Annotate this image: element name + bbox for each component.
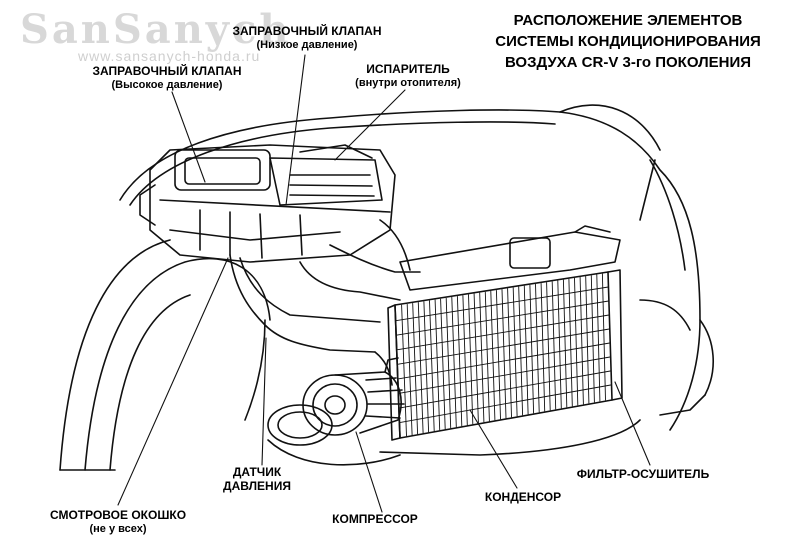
condenser-fin (512, 287, 518, 417)
label-valve-high: ЗАПРАВОЧНЫЙ КЛАПАН (Высокое давление) (92, 64, 242, 92)
condenser-tube (399, 384, 612, 423)
condenser-tube (396, 286, 609, 322)
title-line-1: РАСПОЛОЖЕНИЕ ЭЛЕМЕНТОВ (513, 12, 743, 29)
label-evaporator-note: (внутри отопителя) (355, 77, 461, 89)
label-evaporator-name: ИСПАРИТЕЛЬ (366, 62, 450, 76)
label-pressure-sensor-line1: ДАТЧИК (232, 465, 282, 479)
condenser-fin (529, 284, 535, 414)
condenser-fin (568, 278, 573, 407)
heater-unit (139, 144, 396, 263)
label-receiver-dryer-name: ФИЛЬТР-ОСУШИТЕЛЬ (576, 467, 710, 481)
condenser-fin (412, 302, 419, 435)
label-compressor: КОМПРЕССОР (320, 512, 430, 526)
condenser-fin (462, 295, 468, 426)
diagram-title: РАСПОЛОЖЕНИЕ ЭЛЕМЕНТОВ СИСТЕМЫ КОНДИЦИОН… (468, 10, 788, 73)
wheel-arch (59, 239, 271, 471)
condenser-fin (423, 301, 430, 433)
label-valve-high-name: ЗАПРАВОЧНЫЙ КЛАПАН (92, 64, 242, 78)
upper-support (399, 225, 621, 291)
condenser-tube (398, 356, 611, 394)
condenser-fin (579, 276, 584, 405)
condenser-fin (601, 273, 606, 401)
watermark-url: www.sansanych-honda.ru (78, 48, 261, 64)
condenser-fin (574, 277, 579, 406)
condenser-fin (535, 283, 540, 413)
condenser-tube (396, 300, 610, 336)
condenser-tube (399, 370, 611, 409)
condenser-fin (434, 299, 441, 431)
car-body-outline (119, 104, 714, 456)
label-condenser: КОНДЕНСОР (478, 490, 568, 504)
compressor-body (302, 357, 405, 436)
label-evaporator: ИСПАРИТЕЛЬ (внутри отопителя) (343, 62, 473, 90)
condenser-fin (501, 289, 507, 419)
condenser-tube (397, 328, 610, 365)
refrigerant-lines (229, 219, 421, 386)
label-pressure-sensor: ДАТЧИК ДАВЛЕНИЯ (212, 465, 302, 493)
condenser-fin (451, 296, 457, 428)
label-valve-low-note: (Низкое давление) (256, 39, 358, 51)
condenser-fin (401, 304, 407, 437)
condenser-fin (479, 292, 485, 423)
title-line-3: ВОЗДУХА CR-V 3-го ПОКОЛЕНИЯ (504, 54, 752, 71)
label-compressor-name: КОМПРЕССОР (332, 512, 418, 526)
condenser-fin (440, 298, 446, 430)
condenser-fin (551, 281, 557, 410)
leader-lines (117, 54, 651, 513)
condenser-fin (518, 286, 524, 416)
label-sight-glass-name: СМОТРОВОЕ ОКОШКО (49, 508, 187, 522)
condenser-tube (397, 314, 610, 351)
condenser-fin (585, 276, 590, 404)
watermark-logo: SanSanych (20, 6, 292, 53)
condenser-fin (473, 293, 479, 424)
condenser-fin (590, 275, 595, 403)
condenser-fin (445, 297, 452, 429)
condenser-fin (507, 288, 512, 418)
condenser-fin (484, 291, 490, 422)
condenser-fin (495, 289, 501, 420)
condenser-fin (540, 282, 546, 412)
label-valve-high-note: (Высокое давление) (111, 79, 223, 91)
condenser-fin (468, 294, 474, 425)
label-valve-low-name: ЗАПРАВОЧНЫЙ КЛАПАН (232, 24, 382, 38)
fog-lamp (267, 404, 401, 466)
condenser-fins (396, 273, 612, 437)
label-pressure-sensor-line2: ДАВЛЕНИЯ (223, 479, 291, 493)
label-sight-glass: СМОТРОВОЕ ОКОШКО (не у всех) (38, 508, 198, 536)
condenser-fin (490, 290, 496, 421)
label-sight-glass-note: (не у всех) (89, 523, 147, 535)
condenser-fin (562, 279, 568, 408)
condenser-fin (523, 285, 529, 415)
label-valve-low: ЗАПРАВОЧНЫЙ КЛАПАН (Низкое давление) (232, 24, 382, 52)
condenser-fin (417, 302, 424, 434)
condenser-fin (557, 280, 562, 409)
condenser-fin (596, 274, 601, 402)
label-receiver-dryer: ФИЛЬТР-ОСУШИТЕЛЬ (568, 467, 718, 481)
condenser-fin (406, 303, 413, 436)
label-condenser-name: КОНДЕНСОР (484, 490, 562, 504)
condenser-fin (456, 295, 463, 427)
condenser-tube (398, 342, 611, 380)
condenser-fin (429, 300, 435, 432)
title-line-2: СИСТЕМЫ КОНДИЦИОНИРОВАНИЯ (495, 33, 761, 50)
condenser-fin (546, 282, 551, 411)
condenser-core (387, 269, 623, 441)
